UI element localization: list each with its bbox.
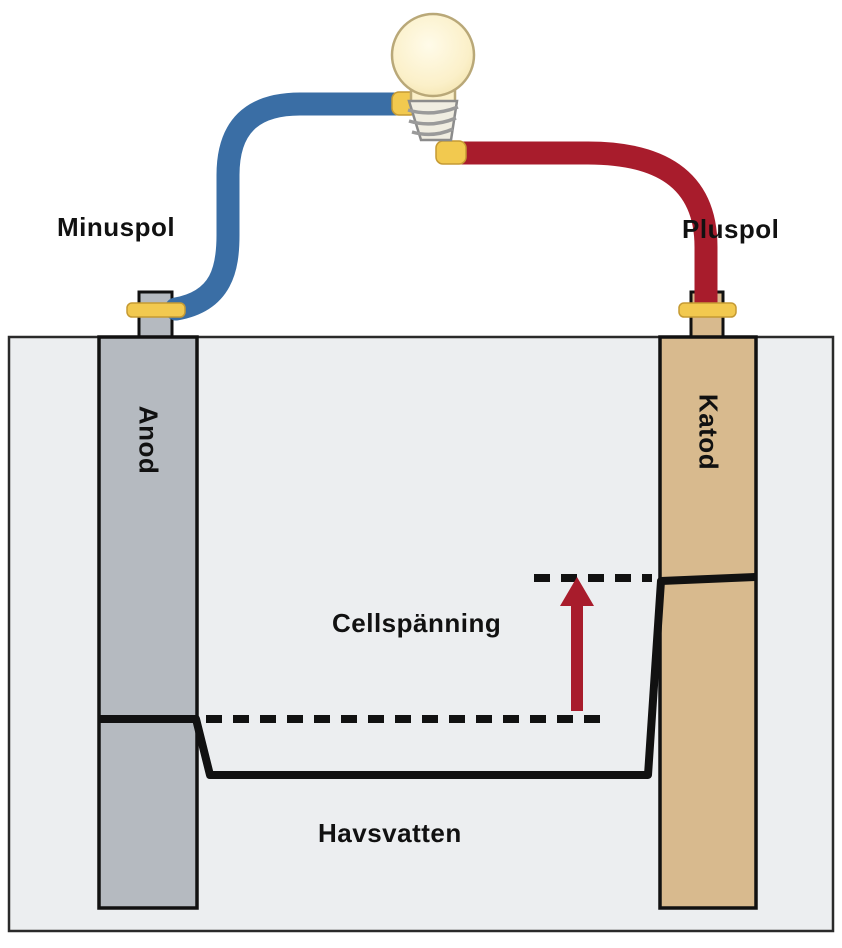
cathode-connector-icon (678, 302, 737, 318)
bulb-thread-line (411, 127, 454, 137)
cathode-body (658, 335, 758, 910)
positive-wire (440, 141, 718, 315)
potential-line (100, 573, 756, 779)
negative-wire (164, 92, 411, 321)
bulb-thread-line (408, 116, 457, 126)
anode-electrode (97, 290, 199, 910)
bulb-thread-line (407, 105, 459, 115)
bulb-positive-connector-icon (435, 140, 467, 165)
cathode-label: Katod (693, 393, 724, 471)
cell-voltage-arrow (560, 577, 594, 711)
cathode-electrode (658, 290, 758, 910)
cell-voltage-label: Cellspänning (332, 608, 502, 638)
bulb-glass (390, 12, 476, 98)
anode-connector-icon (126, 302, 186, 318)
anode-body (97, 335, 199, 910)
seawater-label: Havsvatten (318, 818, 462, 848)
light-bulb-icon (390, 12, 476, 142)
anode-label: Anod (133, 405, 164, 475)
negative-pole-label: Minuspol (57, 212, 176, 242)
positive-pole-label: Pluspol (682, 214, 780, 244)
